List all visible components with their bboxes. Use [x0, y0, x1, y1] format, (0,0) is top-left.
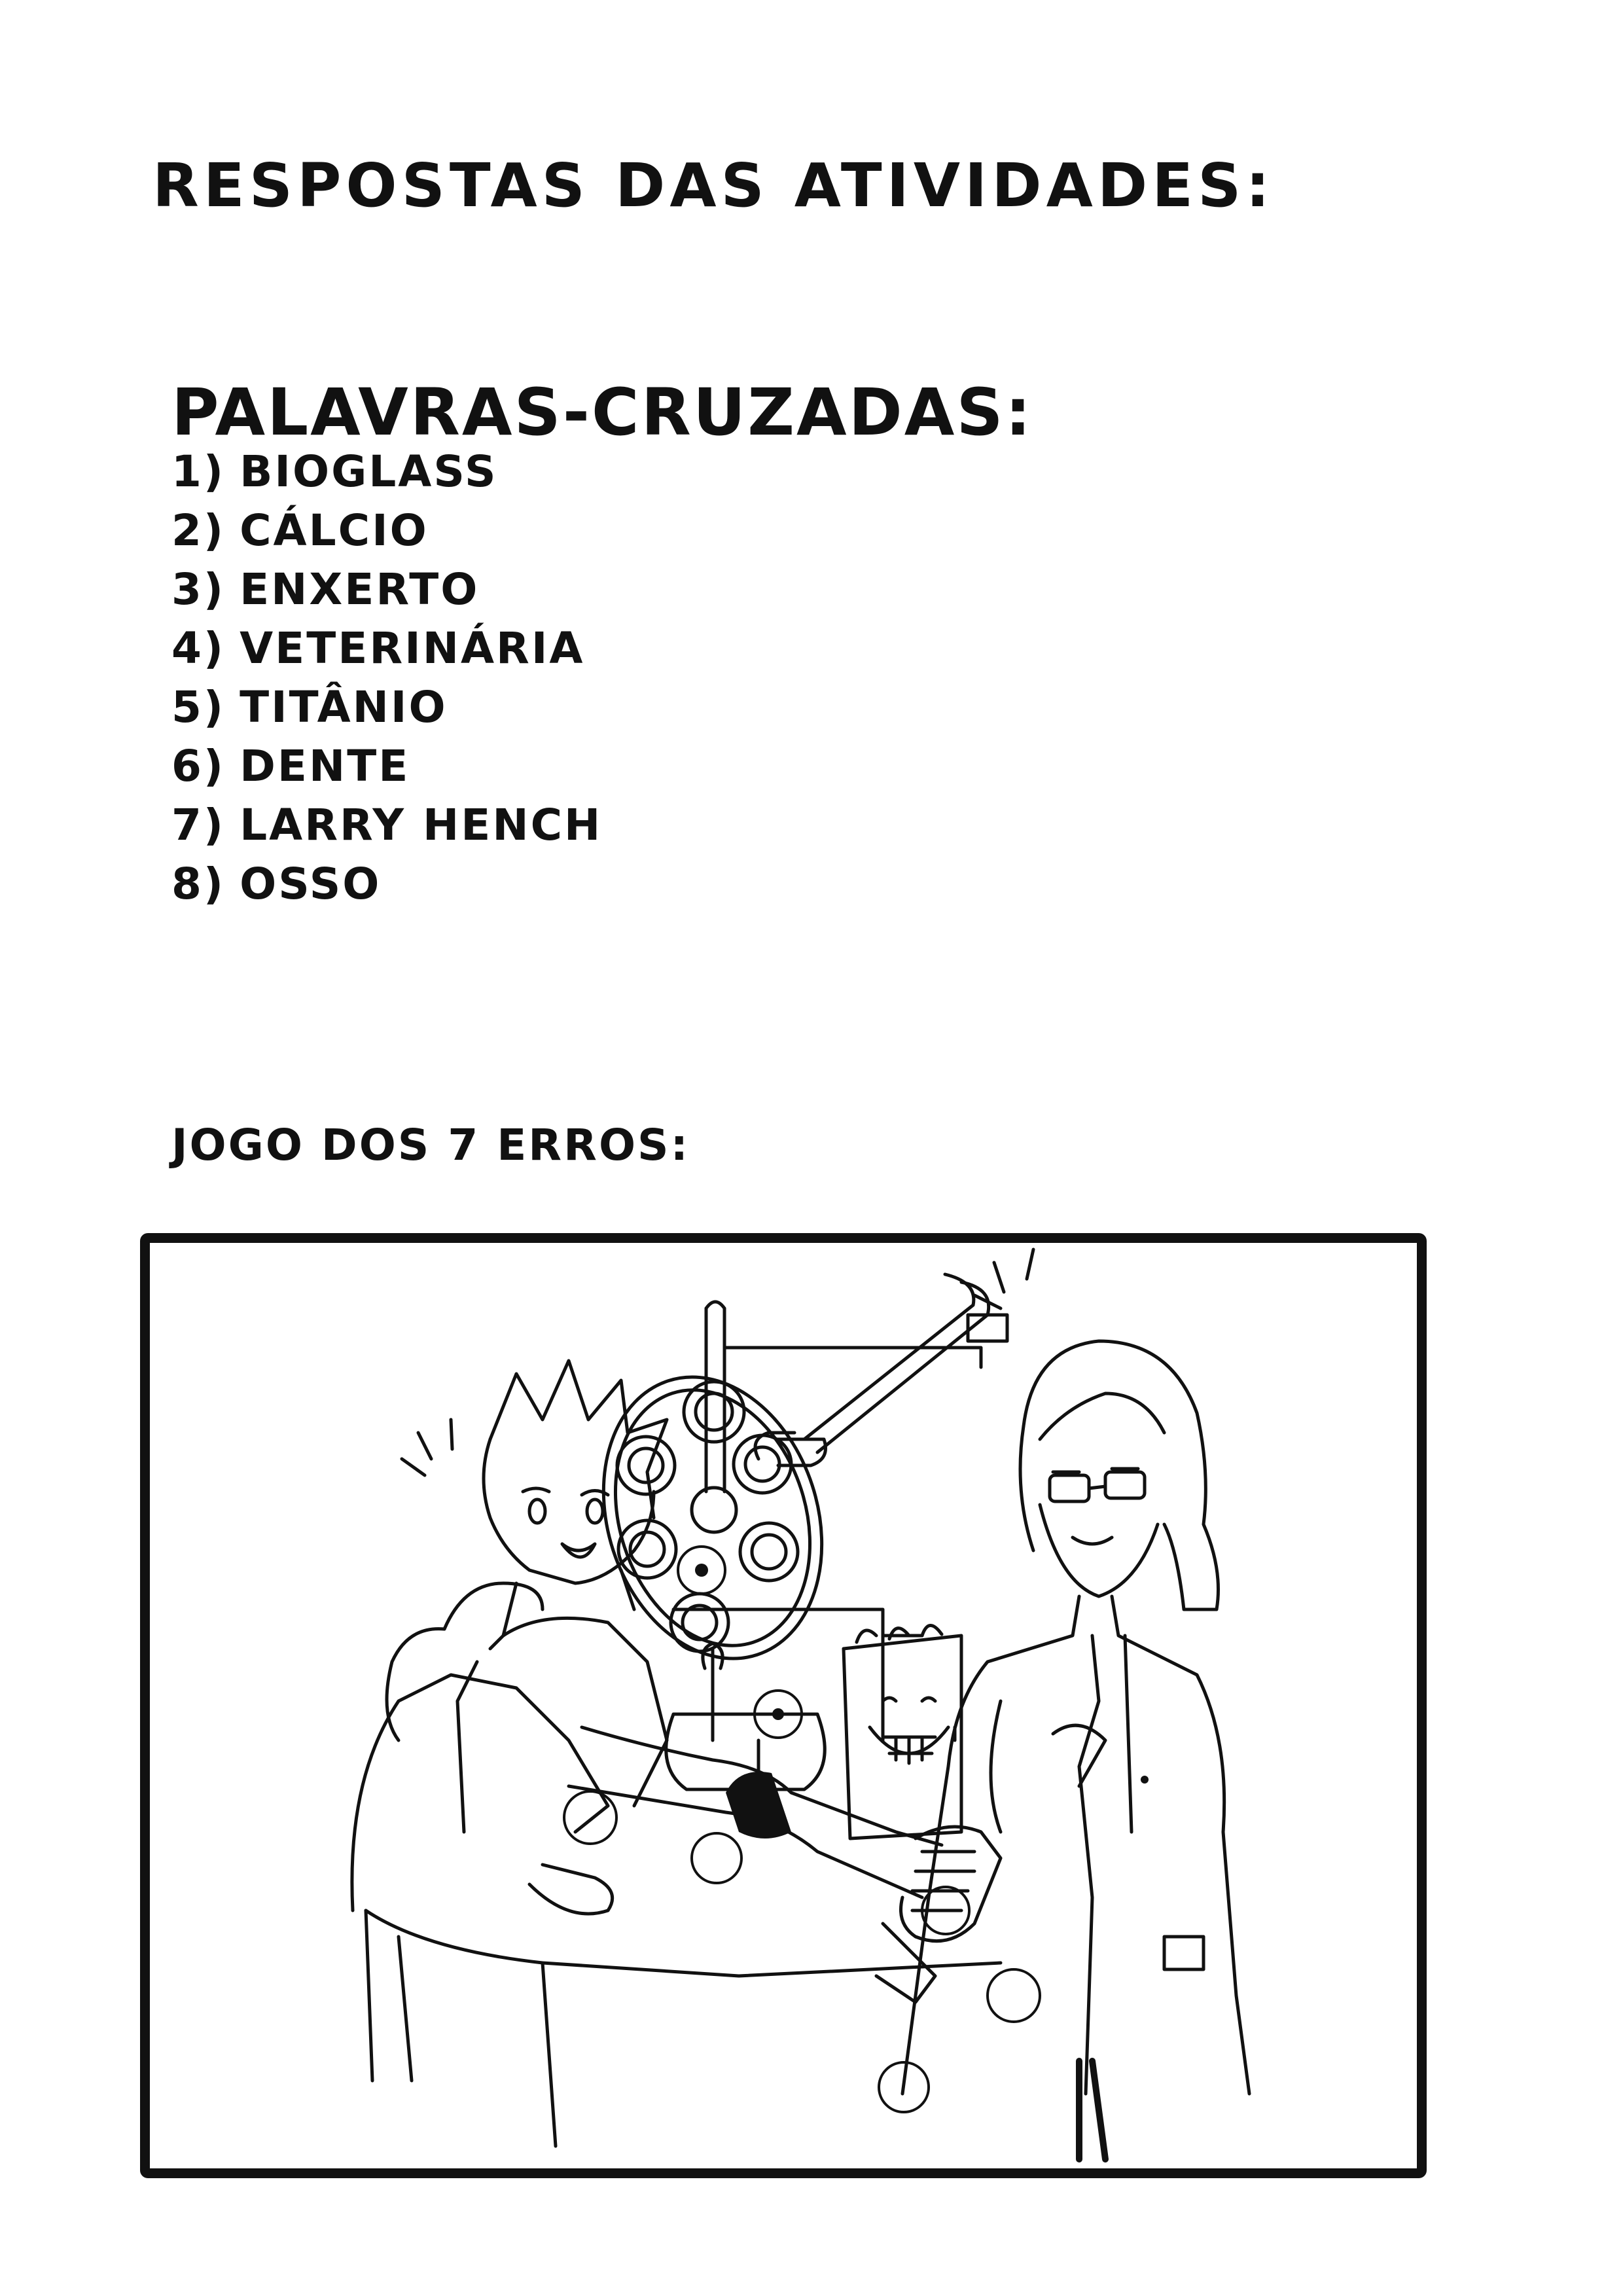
- crossword-answer-item: 5) TITÂNIO: [171, 678, 1033, 737]
- answer-number: 3): [171, 564, 226, 615]
- answer-number: 8): [171, 859, 226, 909]
- difference-circle: [986, 1968, 1041, 2023]
- difference-circle: [677, 1545, 726, 1595]
- spot-differences-heading: JOGO DOS 7 ERROS:: [171, 1120, 690, 1170]
- dental-lamp: [601, 1375, 824, 1660]
- difference-circle: [878, 2061, 930, 2113]
- difference-circle: [690, 1832, 743, 1884]
- difference-circle: [563, 1790, 618, 1845]
- answer-word: BIOGLASS: [240, 446, 498, 497]
- crossword-answer-item: 7) LARRY HENCH: [171, 796, 1033, 855]
- surprise-marks-dentist: [972, 1247, 1035, 1310]
- smiling-tooth-sign: [842, 1624, 963, 1840]
- page-title: RESPOSTAS DAS ATIVIDADES:: [152, 151, 1275, 221]
- dentist-woman: [901, 1339, 1251, 2162]
- crossword-answer-list: 1) BIOGLASS 2) CÁLCIO 3) ENXERTO 4) VETERINÁ…: [171, 442, 1033, 914]
- crossword-answers-section: PALAVRAS-CRUZADAS: 1) BIOGLASS 2) CÁLCIO 3…: [171, 375, 1033, 914]
- answer-word: TITÂNIO: [240, 682, 448, 732]
- dental-chair: [350, 1581, 1003, 2148]
- crossword-answer-item: 1) BIOGLASS: [171, 442, 1033, 501]
- answer-number: 1): [171, 446, 226, 497]
- answer-number: 6): [171, 741, 226, 791]
- difference-circles: [563, 1545, 1041, 2113]
- spot-differences-panel: [140, 1233, 1427, 2178]
- crossword-answer-item: 2) CÁLCIO: [171, 501, 1033, 560]
- surprise-marks-boy: [400, 1418, 454, 1477]
- crossword-answer-item: 6) DENTE: [171, 737, 1033, 796]
- patient-boy: [455, 1359, 1003, 2004]
- dentist-scene-illustration: [350, 1247, 1251, 2162]
- filled-details: [695, 1564, 1149, 1784]
- crossword-answer-item: 4) VETERINÁRIA: [171, 619, 1033, 678]
- answer-number: 2): [171, 505, 226, 556]
- crossword-answer-item: 3) ENXERTO: [171, 560, 1033, 619]
- answer-number: 5): [171, 682, 226, 732]
- difference-circle: [921, 1886, 971, 1935]
- answer-word: VETERINÁRIA: [240, 623, 585, 673]
- crossword-answer-item: 8) OSSO: [171, 855, 1033, 914]
- answer-word: DENTE: [240, 741, 410, 791]
- answer-word: OSSO: [240, 859, 382, 909]
- answer-word: ENXERTO: [240, 564, 480, 615]
- answer-word: CÁLCIO: [240, 505, 429, 556]
- answer-number: 4): [171, 623, 226, 673]
- dental-unit-arm: [704, 1272, 1009, 1494]
- answer-number: 7): [171, 800, 226, 850]
- crossword-heading: PALAVRAS-CRUZADAS:: [171, 375, 1033, 450]
- answer-word: LARRY HENCH: [240, 800, 603, 850]
- difference-circle: [753, 1689, 803, 1739]
